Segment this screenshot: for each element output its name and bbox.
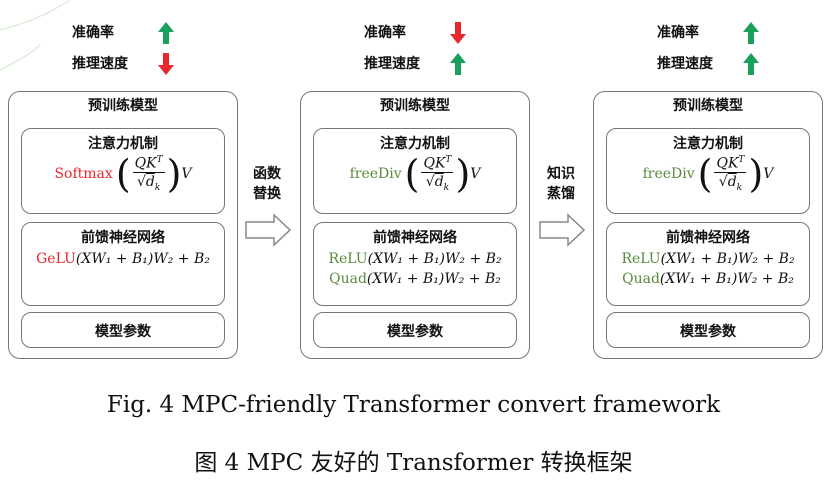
- indicator-1-0: 准确率: [364, 22, 466, 44]
- ffn-formula: ReLU(XW₁ + B₁)W₂ + B₂: [314, 251, 516, 267]
- ffn-expression: (XW₁ + B₁)W₂ + B₂: [660, 251, 795, 267]
- fraction: QKT √dk: [421, 155, 454, 193]
- indicator-0-1: 推理速度: [72, 53, 174, 75]
- right-paren: ): [166, 152, 182, 196]
- params-title: 模型参数: [387, 324, 443, 340]
- left-paren: (: [697, 152, 713, 196]
- denominator: d: [434, 173, 444, 190]
- numerator: QK: [423, 155, 446, 172]
- attention-title: 注意力机制: [673, 136, 743, 152]
- panel-title: 预训练模型: [88, 98, 158, 114]
- arrow-up-icon: [158, 22, 174, 44]
- value-symbol: V: [181, 166, 192, 182]
- numerator-sup: T: [156, 155, 163, 166]
- params-box: 模型参数: [21, 312, 225, 348]
- transition-label-distill: 知识蒸馏: [547, 166, 575, 202]
- transition-arrow-2: [539, 213, 586, 247]
- numerator-sup: T: [445, 155, 452, 166]
- indicator-label: 推理速度: [364, 56, 420, 72]
- ffn-expression: (XW₁ + B₁)W₂ + B₂: [659, 271, 794, 287]
- fraction: QKT √dk: [714, 155, 747, 193]
- denominator: d: [727, 173, 737, 190]
- attention-title: 注意力机制: [88, 136, 158, 152]
- activation-name: ReLU: [328, 251, 368, 267]
- ffn-title: 前馈神经网络: [666, 230, 750, 246]
- indicator-1-1: 推理速度: [364, 53, 466, 75]
- caption-english: Fig. 4 MPC-friendly Transformer convert …: [106, 392, 721, 418]
- arrow-up-icon: [450, 53, 466, 75]
- params-title: 模型参数: [95, 324, 151, 340]
- model-panel: 预训练模型 注意力机制 freeDiv ( QKT √dk ) V 前馈神经网络…: [593, 91, 823, 359]
- params-box: 模型参数: [313, 312, 517, 348]
- indicator-2-0: 准确率: [657, 22, 759, 44]
- attention-box: 注意力机制 Softmax ( QKT √dk ) V: [21, 128, 225, 214]
- attention-formula: freeDiv ( QKT √dk ) V: [314, 155, 516, 193]
- decorative-corner-lines: [0, 0, 71, 71]
- indicator-label: 准确率: [364, 25, 406, 41]
- fraction: QKT √dk: [132, 155, 165, 193]
- attention-formula: Softmax ( QKT √dk ) V: [22, 155, 224, 193]
- indicator-2-1: 推理速度: [657, 53, 759, 75]
- attention-box: 注意力机制 freeDiv ( QKT √dk ) V: [606, 128, 810, 214]
- attention-fn-name: freeDiv: [642, 166, 695, 182]
- denominator-sub: k: [443, 182, 450, 193]
- activation-name: ReLU: [621, 251, 661, 267]
- params-title: 模型参数: [680, 324, 736, 340]
- transition-arrow-1: [245, 213, 292, 247]
- arrow-down-icon: [450, 22, 466, 44]
- model-panel: 预训练模型 注意力机制 Softmax ( QKT √dk ) V 前馈神经网络…: [8, 91, 238, 359]
- ffn-title: 前馈神经网络: [373, 230, 457, 246]
- indicator-label: 推理速度: [72, 56, 128, 72]
- left-paren: (: [404, 152, 420, 196]
- left-paren: (: [115, 152, 131, 196]
- ffn-expression: (XW₁ + B₁)W₂ + B₂: [367, 251, 502, 267]
- ffn-expression: (XW₁ + B₁)W₂ + B₂: [366, 271, 501, 287]
- indicator-label: 推理速度: [657, 56, 713, 72]
- numerator: QK: [134, 155, 157, 172]
- indicator-0-0: 准确率: [72, 22, 174, 44]
- attention-formula: freeDiv ( QKT √dk ) V: [607, 155, 809, 193]
- attention-title: 注意力机制: [380, 136, 450, 152]
- attention-box: 注意力机制 freeDiv ( QKT √dk ) V: [313, 128, 517, 214]
- indicator-label: 准确率: [657, 25, 699, 41]
- activation-name: Quad: [329, 271, 367, 287]
- panel-title: 预训练模型: [673, 98, 743, 114]
- arrow-up-icon: [743, 22, 759, 44]
- panel-title: 预训练模型: [380, 98, 450, 114]
- denominator-sub: k: [736, 182, 743, 193]
- model-panel: 预训练模型 注意力机制 freeDiv ( QKT √dk ) V 前馈神经网络…: [300, 91, 530, 359]
- ffn-expression: (XW₁ + B₁)W₂ + B₂: [75, 251, 210, 267]
- transition-label-function-replace: 函数替换: [253, 166, 281, 202]
- right-paren: ): [748, 152, 764, 196]
- arrow-up-icon: [743, 53, 759, 75]
- ffn-box: 前馈神经网络 GeLU(XW₁ + B₁)W₂ + B₂: [21, 222, 225, 306]
- ffn-title: 前馈神经网络: [81, 230, 165, 246]
- numerator-sup: T: [738, 155, 745, 166]
- value-symbol: V: [470, 166, 481, 182]
- activation-name: Quad: [622, 271, 660, 287]
- ffn-formula: Quad(XW₁ + B₁)W₂ + B₂: [314, 271, 516, 287]
- denominator-sub: k: [154, 182, 161, 193]
- right-paren: ): [455, 152, 471, 196]
- attention-fn-name: freeDiv: [349, 166, 402, 182]
- value-symbol: V: [763, 166, 774, 182]
- arrow-down-icon: [158, 53, 174, 75]
- numerator: QK: [716, 155, 739, 172]
- ffn-formula: GeLU(XW₁ + B₁)W₂ + B₂: [22, 251, 224, 267]
- activation-name: GeLU: [36, 251, 76, 267]
- caption-chinese: 图 4 MPC 友好的 Transformer 转换框架: [194, 450, 633, 476]
- indicator-label: 准确率: [72, 25, 114, 41]
- params-box: 模型参数: [606, 312, 810, 348]
- ffn-formula: Quad(XW₁ + B₁)W₂ + B₂: [607, 271, 809, 287]
- ffn-formula: ReLU(XW₁ + B₁)W₂ + B₂: [607, 251, 809, 267]
- denominator: d: [145, 173, 155, 190]
- attention-fn-name: Softmax: [54, 166, 113, 182]
